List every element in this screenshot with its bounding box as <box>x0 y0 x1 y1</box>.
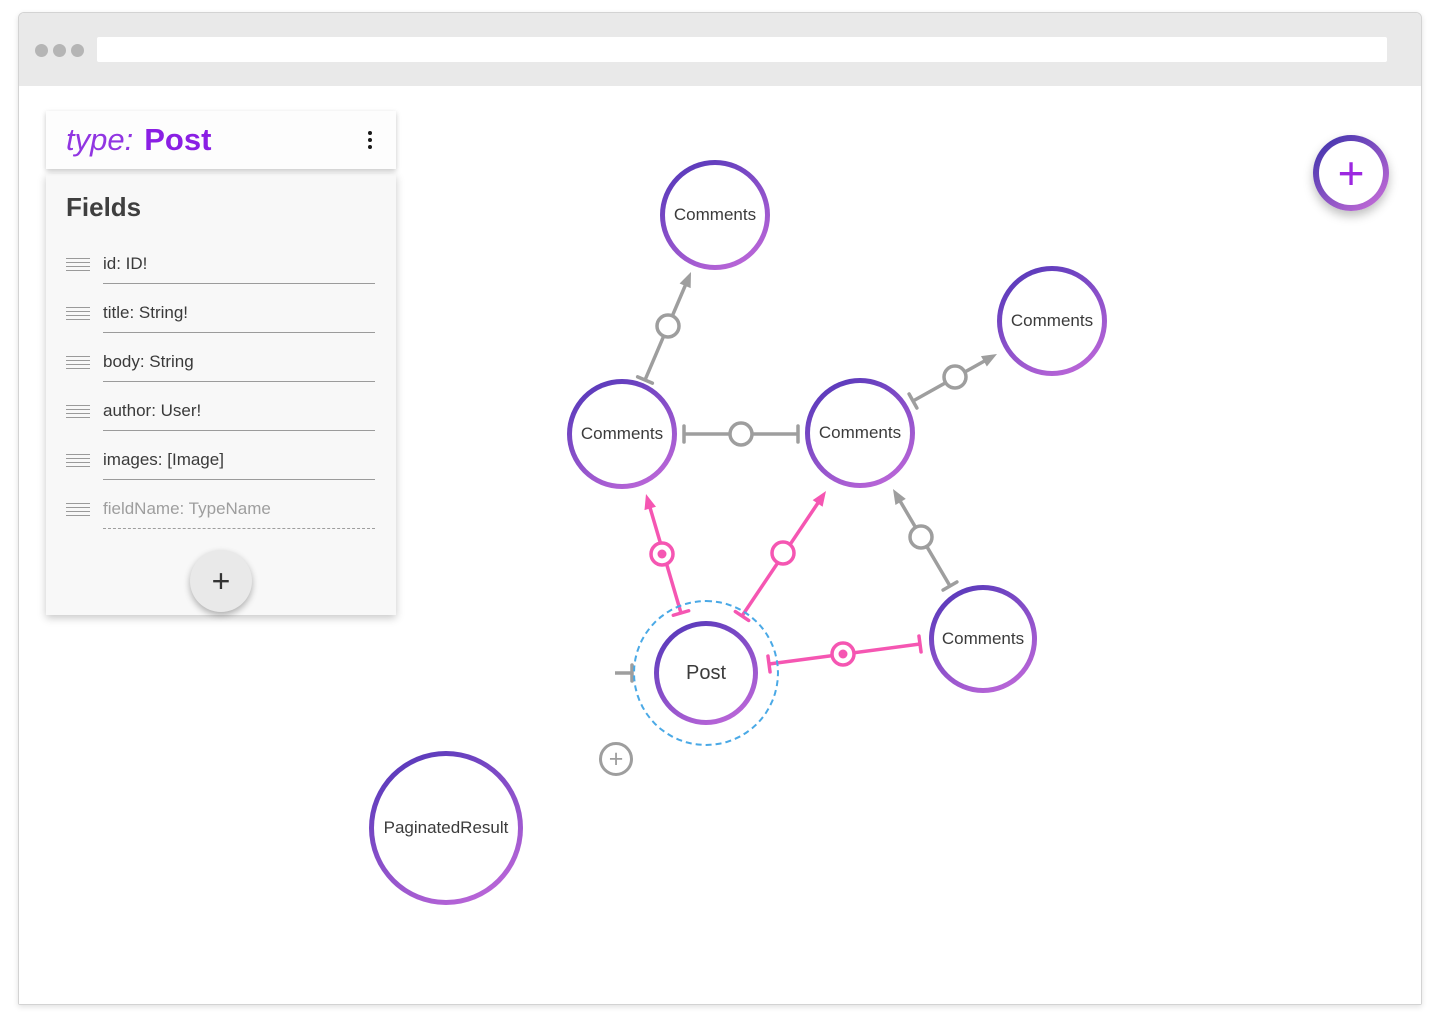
edge-midpoint-marker[interactable] <box>942 364 968 390</box>
drag-handle-icon[interactable] <box>66 355 90 369</box>
edge-line <box>740 497 823 617</box>
node-label: Comments <box>818 423 902 442</box>
edge-midpoint-marker[interactable] <box>728 421 754 447</box>
drag-handle-icon[interactable] <box>66 502 90 516</box>
field-row-images: images: [Image] <box>66 431 375 480</box>
edge-tee-cap <box>907 392 919 410</box>
edge-arrowhead <box>980 354 997 367</box>
field-row-id: id: ID! <box>66 235 375 284</box>
type-kind-label: type: <box>66 122 134 157</box>
fields-title: Fields <box>66 192 142 222</box>
graph-edge-add-relation-button-to-post <box>615 663 634 683</box>
edge-line <box>643 279 690 381</box>
edge-line <box>646 502 683 614</box>
window-control-dot[interactable] <box>71 44 84 57</box>
graph-edge-post-to-comments-mid-right <box>733 491 826 623</box>
graph-edge-comments-lower-right-to-comments-mid-right <box>893 489 959 592</box>
graph-edge-post-to-comments-lower-right <box>766 634 923 674</box>
edge-midpoint-marker[interactable] <box>770 540 796 566</box>
kebab-menu-icon[interactable] <box>360 125 380 155</box>
graph-node-post[interactable]: Post <box>654 621 758 725</box>
edge-midpoint-marker[interactable] <box>649 541 675 567</box>
field-value[interactable]: title: String! <box>103 303 375 333</box>
add-relation-button[interactable]: + <box>599 742 633 776</box>
field-value[interactable]: author: User! <box>103 401 375 431</box>
graph-node-paginated-result[interactable]: PaginatedResult <box>369 751 523 905</box>
field-row-author: author: User! <box>66 382 375 431</box>
edge-line <box>912 356 991 403</box>
type-panel-header: type: Post <box>46 111 396 169</box>
graph-edge-comments-mid-right-to-comments-upper-right <box>907 354 997 410</box>
graph-node-comments-mid-left[interactable]: Comments <box>567 379 677 489</box>
edge-tee-cap <box>917 634 923 654</box>
graph-node-comments-mid-right[interactable]: Comments <box>805 378 915 488</box>
type-name-label: Post <box>144 122 212 157</box>
drag-handle-icon[interactable] <box>66 404 90 418</box>
node-label: Comments <box>941 629 1025 648</box>
node-label: Comments <box>1010 311 1094 330</box>
edge-arrowhead <box>893 489 906 505</box>
edge-arrowhead <box>644 494 656 511</box>
edge-line <box>768 642 921 666</box>
edge-midpoint-dot <box>657 549 667 559</box>
window-control-dot[interactable] <box>35 44 48 57</box>
graph-edge-comments-mid-left-to-comments-top <box>635 272 691 385</box>
edge-tee-cap <box>941 580 959 592</box>
field-row-new: fieldName: TypeName <box>66 480 375 529</box>
window-control-dot[interactable] <box>53 44 66 57</box>
edge-midpoint-marker[interactable] <box>655 313 681 339</box>
add-field-button[interactable]: + <box>190 550 252 612</box>
window-controls <box>35 44 84 57</box>
node-label: Comments <box>673 205 757 224</box>
url-bar[interactable] <box>97 37 1387 62</box>
graph-edge-post-to-comments-mid-left <box>644 494 691 618</box>
node-label: Post <box>685 661 727 684</box>
edge-midpoint-marker[interactable] <box>908 524 934 550</box>
drag-handle-icon[interactable] <box>66 453 90 467</box>
graph-node-comments-upper-right[interactable]: Comments <box>997 266 1107 376</box>
field-value[interactable]: images: [Image] <box>103 450 375 480</box>
field-value[interactable]: id: ID! <box>103 254 375 284</box>
node-label: Comments <box>580 424 664 443</box>
graph-node-comments-lower-right[interactable]: Comments <box>929 585 1037 693</box>
edge-midpoint-marker[interactable] <box>830 641 856 667</box>
graph-edge-comments-mid-left-to-comments-mid-right <box>682 421 800 447</box>
new-field-placeholder[interactable]: fieldName: TypeName <box>103 499 375 529</box>
add-node-button[interactable]: + <box>1313 135 1389 211</box>
node-selection-ring <box>633 600 779 746</box>
browser-titlebar <box>19 13 1421 86</box>
node-label: PaginatedResult <box>383 818 509 837</box>
field-row-title: title: String! <box>66 284 375 333</box>
field-value[interactable]: body: String <box>103 352 375 382</box>
fields-panel: Fields id: ID! title: String! body: Stri… <box>46 174 396 615</box>
drag-handle-icon[interactable] <box>66 306 90 320</box>
edge-arrowhead <box>812 491 826 507</box>
edge-line <box>896 495 952 587</box>
field-row-body: body: String <box>66 333 375 382</box>
edge-midpoint-dot <box>838 649 848 659</box>
edge-arrowhead <box>679 272 691 289</box>
drag-handle-icon[interactable] <box>66 257 90 271</box>
graph-node-comments-top[interactable]: Comments <box>660 160 770 270</box>
